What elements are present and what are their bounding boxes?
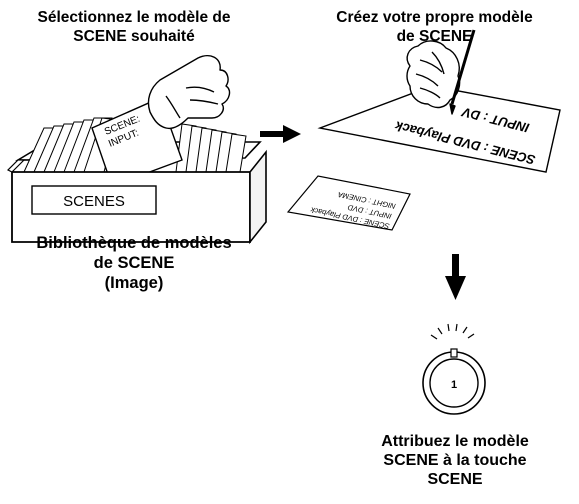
library-caption: Bibliothèque de modèles de SCENE (Image) — [0, 233, 268, 293]
create-caption-line-1: Créez votre propre modèle — [336, 9, 533, 26]
library-caption-line-2: de SCENE — [93, 254, 175, 272]
assign-caption-line-3: SCENE — [427, 471, 483, 488]
assign-caption-line-1: Attribuez le modèle — [381, 433, 529, 450]
select-caption-line-1: Sélectionnez le modèle de — [37, 9, 231, 26]
custom-template-card: SCENE : DVD Playback INPUT : DV — [317, 85, 561, 173]
scene-button-icon: 1 — [422, 323, 486, 415]
arrow-down-icon — [445, 254, 466, 300]
hand-writing-icon — [406, 29, 476, 115]
library-caption-line-1: Bibliothèque de modèles — [36, 234, 232, 252]
assign-caption-line-2: SCENE à la touche — [383, 452, 527, 469]
box-label: SCENES — [63, 193, 125, 210]
hand-icon — [147, 54, 231, 130]
assign-caption: Attribuez le modèle SCENE à la touche SC… — [330, 432, 579, 489]
create-template-caption: Créez votre propre modèle de SCENE — [290, 8, 579, 46]
scene-button-number: 1 — [451, 379, 457, 391]
select-template-caption: Sélectionnez le modèle de SCENE souhaité — [0, 8, 268, 46]
arrow-right-icon — [260, 125, 301, 143]
scene-library-box: SCENE: INPUT: SCENES — [6, 54, 267, 245]
library-caption-line-3: (Image) — [104, 274, 164, 292]
small-template-card: SCENE : DVD Playback INPUT : DVD NIGHT :… — [286, 175, 411, 231]
select-caption-line-2: SCENE souhaité — [73, 28, 195, 45]
create-caption-line-2: de SCENE — [396, 28, 473, 45]
